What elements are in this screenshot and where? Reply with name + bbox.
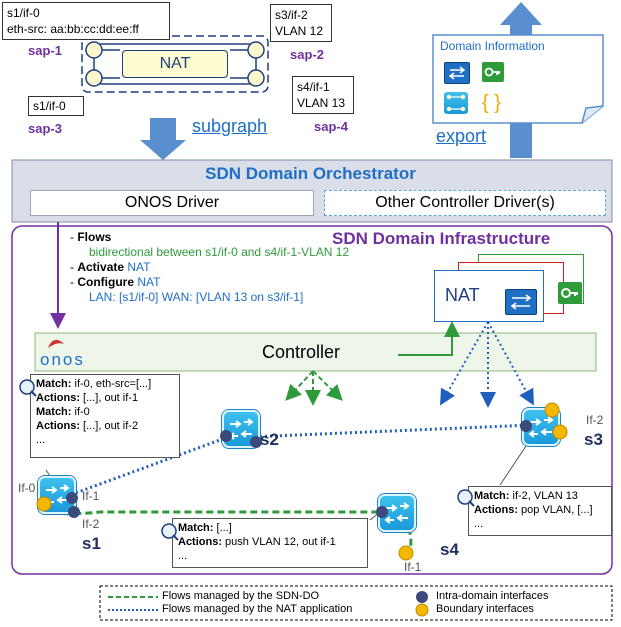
export-title: Domain Information: [440, 39, 545, 53]
sap4-if: s4/if-1: [297, 80, 330, 94]
s4-if1-label: If-1: [404, 560, 422, 574]
sap4-label: sap-4: [314, 119, 348, 134]
sap2-vlan: VLAN 12: [275, 24, 324, 38]
sap2-label: sap-2: [290, 47, 324, 62]
onos-logo: onos: [36, 334, 116, 370]
s1-if0-label: If-0: [18, 481, 36, 495]
export-flow-icon: [444, 62, 470, 84]
switch-s2[interactable]: [222, 410, 260, 448]
onos-logo-text: onos: [40, 350, 85, 369]
s1-flow-table: Match: if-0, eth-src=[...] Actions: [...]…: [30, 374, 180, 458]
orchestrator-title: SDN Domain Orchestrator: [205, 164, 416, 183]
flow-rule-line: Actions: [...], out if-2: [36, 420, 139, 432]
command-list: - Flows bidirectional between s1/if-0 an…: [70, 230, 349, 305]
sap1-label: sap-1: [28, 43, 62, 58]
other-driver-box[interactable]: Other Controller Driver(s): [324, 190, 606, 216]
flow-rule-line: ...: [474, 518, 484, 530]
flow-rule-line: ...: [36, 434, 46, 446]
legend-intra: Intra-domain interfaces: [436, 590, 549, 602]
onos-driver-label: ONOS Driver: [124, 194, 220, 211]
nat-app-label: NAT: [445, 285, 480, 305]
s3-label: s3: [584, 430, 603, 449]
s3-flow-table: Match: if-2, VLAN 13 Actions: pop VLAN, […: [468, 486, 612, 536]
subgraph-nat-label: NAT: [159, 55, 191, 72]
subgraph-link[interactable]: subgraph: [192, 116, 268, 136]
onos-driver-box[interactable]: ONOS Driver: [30, 190, 314, 216]
sap2-if: s3/if-2: [275, 8, 308, 22]
switch-s4[interactable]: [378, 494, 416, 532]
controller-label: Controller: [262, 342, 341, 362]
cmd-flows: - Flows: [70, 230, 112, 244]
legend-boundary: Boundary interfaces: [436, 603, 534, 615]
other-driver-label: Other Controller Driver(s): [375, 194, 555, 211]
cmd-flows-detail: bidirectional between s1/if-0 and s4/if-…: [89, 245, 350, 259]
flow-rule-line: Actions: push VLAN 12, out if-1: [178, 536, 336, 548]
export-switch-icon: [444, 92, 468, 114]
subgraph-diagram: NAT: [78, 30, 274, 98]
infrastructure-title: SDN Domain Infrastructure: [332, 229, 551, 248]
export-document: Domain Information { }: [432, 34, 604, 124]
sap1-if: s1/if-0: [7, 6, 40, 20]
cmd-configure-detail: LAN: [s1/if-0] WAN: [VLAN 13 on s3/if-1]: [89, 290, 304, 304]
legend-nat-app: Flows managed by the NAT application: [162, 603, 353, 615]
s4-label: s4: [440, 540, 459, 559]
sap3-label: sap-3: [28, 121, 62, 136]
flow-rule-line: Match: if-2, VLAN 13: [474, 490, 578, 502]
export-braces: { }: [482, 92, 501, 114]
s4-flow-table: Match: [...] Actions: push VLAN 12, out i…: [172, 518, 368, 568]
s4-magnifier-icon: [161, 523, 179, 541]
sap3-if: s1/if-0: [33, 99, 66, 113]
nat-key-icon: [558, 282, 582, 304]
flow-rule-line: Match: if-0, eth-src=[...]: [36, 378, 152, 390]
flow-rule-line: Actions: [...], out if-1: [36, 392, 139, 404]
flow-rule-line: Match: [...]: [178, 522, 232, 534]
subgraph-nat-box: NAT: [122, 50, 228, 78]
sap3-info-box: s1/if-0: [28, 96, 84, 116]
s1-if1-label: If-1: [82, 489, 100, 503]
s1-label: s1: [82, 534, 101, 553]
cmd-configure: - Configure NAT: [70, 275, 161, 289]
sap1-eth: eth-src: aa:bb:cc:dd:ee:ff: [7, 22, 139, 36]
s3-magnifier-icon: [457, 489, 475, 507]
flow-rule-line: ...: [178, 550, 188, 562]
s2-label: s2: [260, 430, 279, 449]
nat-app-box: NAT: [434, 270, 544, 322]
sap4-vlan: VLAN 13: [297, 96, 346, 110]
switch-s3[interactable]: [522, 408, 560, 446]
sap2-info-box: s3/if-2 VLAN 12: [270, 4, 332, 42]
sap1-info-box: s1/if-0 eth-src: aa:bb:cc:dd:ee:ff: [2, 2, 170, 40]
s1-magnifier-icon: [19, 379, 37, 397]
nat-flow-icon: [505, 289, 537, 315]
flow-rule-line: Actions: pop VLAN, [...]: [474, 504, 593, 516]
subgraph-down-arrow: [140, 118, 186, 160]
switch-s1[interactable]: [38, 476, 76, 514]
export-key-icon: [482, 62, 504, 82]
export-link[interactable]: export: [436, 126, 487, 146]
s1-if2-label: If-2: [82, 517, 100, 531]
s3-if2-label: If-2: [586, 413, 604, 427]
flow-rule-line: Match: if-0: [36, 406, 90, 418]
legend-sdn-do: Flows managed by the SDN-DO: [162, 590, 320, 602]
sap4-info-box: s4/if-1 VLAN 13: [292, 76, 354, 114]
cmd-activate: - Activate NAT: [70, 260, 151, 274]
